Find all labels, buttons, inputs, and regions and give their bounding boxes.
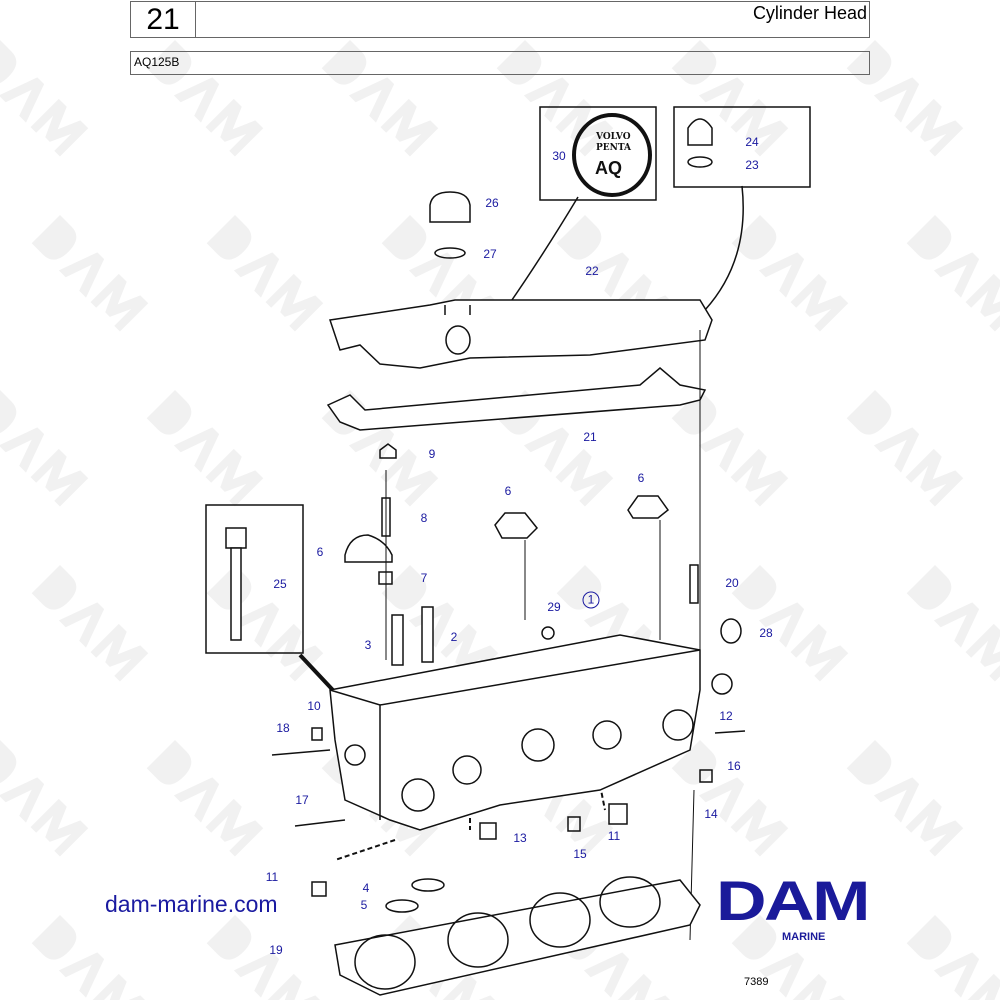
callout-11: 11 [265, 870, 279, 884]
model-bar: AQ125B [130, 51, 870, 75]
callout-20: 20 [725, 576, 739, 590]
section-number: 21 [131, 2, 196, 37]
callout-1: 1 [582, 591, 600, 609]
watermark [496, 40, 614, 157]
watermark [731, 215, 849, 332]
callout-9: 9 [428, 447, 436, 461]
leader-24 [704, 185, 744, 311]
watermark [31, 215, 149, 332]
callout-8: 8 [420, 511, 428, 525]
callout-29: 29 [547, 600, 561, 614]
inset-cap-nut [673, 106, 811, 188]
watermark [906, 915, 1000, 1000]
callout-12: 12 [719, 709, 733, 723]
callout-2: 2 [450, 630, 458, 644]
website-link[interactable]: dam-marine.com [105, 891, 278, 917]
inset-bolt-25 [205, 504, 304, 654]
callout-6: 6 [637, 471, 645, 485]
page-title: Cylinder Head [752, 3, 867, 23]
callout-13: 13 [513, 831, 527, 845]
watermark [731, 565, 849, 682]
watermark [31, 565, 149, 682]
watermark [671, 40, 789, 157]
oil-filler-cap [429, 191, 471, 259]
callout-5: 5 [360, 898, 368, 912]
header-bar: 21 Cylinder Head [130, 1, 870, 38]
valve-cover-gasket [326, 367, 707, 431]
callout-22: 22 [585, 264, 599, 278]
watermark [206, 915, 324, 1000]
watermark [906, 565, 1000, 682]
callout-3: 3 [364, 638, 372, 652]
inset-badge-30: VOLVO PENTA AQ [539, 106, 657, 201]
watermark [381, 565, 499, 682]
callout-6: 6 [316, 545, 324, 559]
callout-30: 30 [552, 149, 566, 163]
callout-6: 6 [504, 484, 512, 498]
head-gasket [334, 876, 701, 996]
badge-line2: PENTA [596, 143, 632, 153]
callout-10: 10 [307, 699, 321, 713]
callout-19: 19 [269, 943, 283, 957]
callout-7: 7 [420, 571, 428, 585]
watermark [0, 740, 89, 857]
watermark [906, 215, 1000, 332]
brand-logo: DAM [716, 869, 870, 932]
callout-25: 25 [273, 577, 287, 591]
callout-27: 27 [483, 247, 497, 261]
watermark [31, 915, 149, 1000]
leader-30 [504, 196, 579, 311]
watermark [556, 215, 674, 332]
callout-28: 28 [759, 626, 773, 640]
watermark [846, 390, 964, 507]
callout-14: 14 [704, 807, 718, 821]
cylinder-head [329, 634, 701, 831]
figure-number: 7389 [744, 976, 769, 988]
watermark [146, 390, 264, 507]
leader-lines [385, 330, 701, 941]
watermark [846, 40, 964, 157]
brand-subtitle: MARINE [782, 931, 826, 943]
watermark [146, 40, 264, 157]
watermark [496, 390, 614, 507]
callout-17: 17 [295, 793, 309, 807]
watermark [206, 215, 324, 332]
callout-18: 18 [276, 721, 290, 735]
watermark [146, 740, 264, 857]
callout-4: 4 [362, 881, 370, 895]
callout-15: 15 [573, 847, 587, 861]
callout-26: 26 [485, 196, 499, 210]
watermark [731, 915, 849, 1000]
badge-line3: AQ [595, 158, 622, 178]
callout-21: 21 [583, 430, 597, 444]
callout-16: 16 [727, 759, 741, 773]
callout-23: 23 [745, 158, 759, 172]
callout-11: 11 [607, 829, 621, 843]
callout-24: 24 [745, 135, 759, 149]
model-label: AQ125B [134, 55, 180, 69]
watermark [0, 390, 89, 507]
watermark [671, 390, 789, 507]
watermark [381, 215, 499, 332]
badge-line1: VOLVO [595, 132, 631, 142]
watermark [321, 40, 439, 157]
watermark [846, 740, 964, 857]
watermark [671, 740, 789, 857]
valve-cover [329, 299, 713, 369]
